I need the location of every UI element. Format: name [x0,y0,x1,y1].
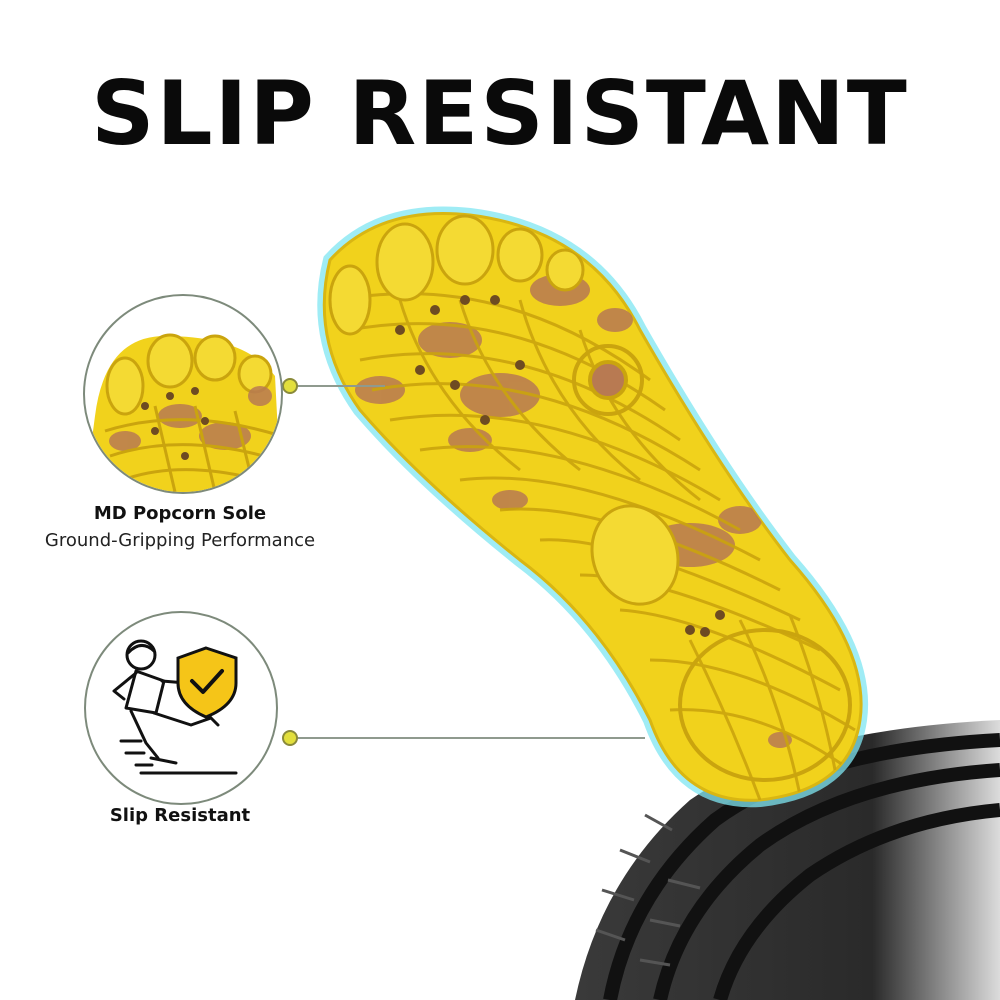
tire [575,720,1000,1000]
feature-title-1: MD Popcorn Sole [93,503,267,524]
feature-subtitle-1: Ground-Gripping Performance [44,530,316,551]
popcorn-sole-closeup-icon [83,294,283,494]
shoe-sole [322,211,863,802]
slip-shield-icon [84,611,278,805]
connector-lines [296,385,645,739]
connector-dot-2 [282,730,298,746]
feature-title-2: Slip Resistant [109,805,251,826]
connector-dot-1 [282,378,298,394]
headline: SLIP RESISTANT [91,62,909,165]
feature-caption-1: MD Popcorn Sole Ground-Gripping Performa… [0,503,360,551]
